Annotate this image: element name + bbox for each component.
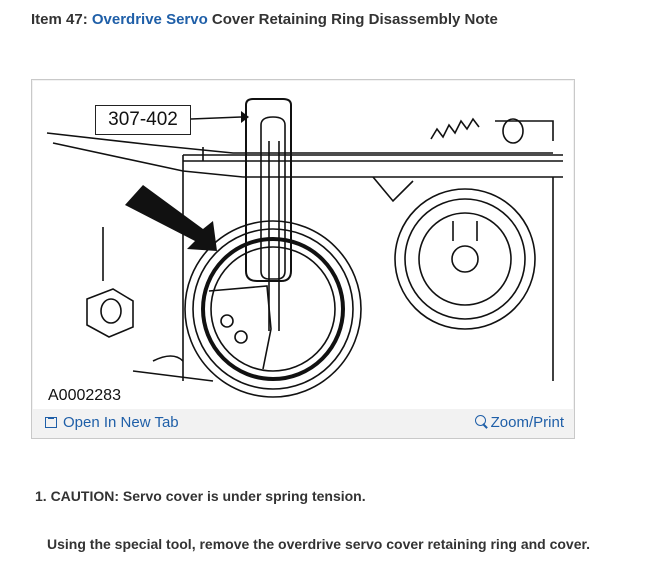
new-tab-icon (45, 417, 57, 428)
overdrive-servo-link[interactable]: Overdrive Servo (91, 11, 208, 28)
zoom-icon (474, 415, 486, 426)
title-suffix: Cover Retaining Ring Disassembly Note (207, 11, 498, 28)
open-tab-label: Open In New Tab (63, 414, 179, 431)
tool-number-label: 307-402 (95, 105, 191, 135)
servo-illustration: 307-402 A0002283 (33, 81, 573, 409)
figure-toolbar: Open In New Tab Zoom/Print (33, 409, 573, 437)
zoom-label: Zoom/Print (490, 414, 564, 431)
servo-drawing (46, 98, 563, 398)
step-detail: Using the special tool, remove the overd… (47, 536, 591, 552)
open-in-new-tab-link[interactable]: Open In New Tab (45, 414, 179, 431)
page-title: Item 47: Overdrive Servo Cover Retaining… (31, 11, 498, 28)
title-prefix: Item 47: (31, 11, 92, 28)
figure-code: A0002283 (48, 387, 121, 405)
figure-container: 307-402 A0002283 Open In New Tab Zoom/Pr… (31, 79, 575, 439)
zoom-print-link[interactable]: Zoom/Print (474, 414, 564, 431)
step-caution: 1. CAUTION: Servo cover is under spring … (35, 488, 366, 504)
